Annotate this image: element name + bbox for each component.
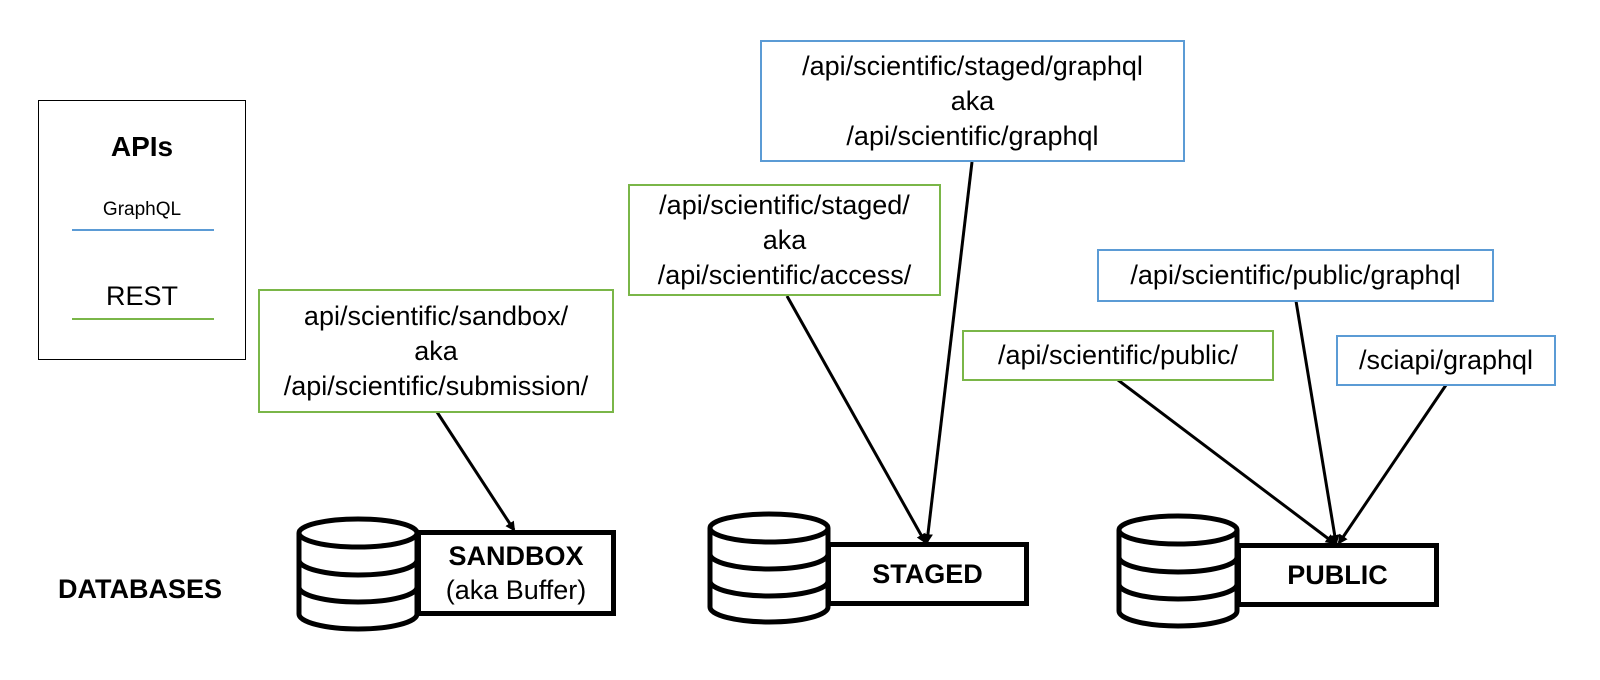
sandbox-database: SANDBOX (aka Buffer): [416, 530, 616, 616]
endpoint-alias: /api/scientific/graphql: [846, 120, 1099, 151]
public-database: PUBLIC: [1236, 543, 1439, 607]
legend-rest-label: REST: [105, 281, 178, 311]
arrow-staged-rest: [785, 295, 927, 544]
public-graphql-endpoint: /api/scientific/public/graphql: [1097, 249, 1494, 302]
staged-rest-endpoint: /api/scientific/staged/ aka /api/scienti…: [628, 184, 941, 296]
endpoint-aka: aka: [414, 335, 458, 366]
database-name: PUBLIC: [1287, 560, 1388, 590]
public-database-icon: [1116, 513, 1240, 629]
arrow-sciapi-graphql: [1337, 384, 1448, 545]
staged-database-icon: [707, 511, 831, 625]
arrow-sandbox-rest: [435, 411, 516, 532]
endpoint-path: /api/scientific/public/: [997, 340, 1239, 370]
sandbox-database-icon: [296, 516, 420, 632]
api-legend: APIs GraphQL REST: [38, 100, 246, 360]
staged-graphql-endpoint: /api/scientific/staged/graphql aka /api/…: [760, 40, 1185, 162]
endpoint-path: api/scientific/sandbox/: [303, 300, 569, 331]
legend-rest-line: [72, 318, 214, 320]
databases-heading: DATABASES: [58, 574, 223, 604]
endpoint-alias: /api/scientific/access/: [657, 259, 912, 290]
endpoint-aka: aka: [950, 85, 995, 116]
endpoint-path: /api/scientific/staged/graphql: [802, 50, 1143, 81]
endpoint-alias: /api/scientific/submission/: [283, 370, 589, 401]
legend-graphql-label: GraphQL: [102, 199, 182, 220]
database-name: STAGED: [872, 559, 983, 589]
endpoint-path: /api/scientific/staged/: [659, 189, 910, 220]
legend-title: APIs: [110, 131, 174, 162]
arrow-public-graphql: [1294, 300, 1340, 545]
sandbox-rest-endpoint: api/scientific/sandbox/ aka /api/scienti…: [258, 289, 614, 413]
database-subtitle: (aka Buffer): [445, 575, 587, 605]
endpoint-aka: aka: [762, 224, 807, 255]
legend-graphql-line: [72, 229, 214, 231]
sciapi-graphql-endpoint: /sciapi/graphql: [1336, 335, 1556, 386]
public-rest-endpoint: /api/scientific/public/: [962, 330, 1274, 381]
endpoint-path: /sciapi/graphql: [1358, 345, 1534, 375]
staged-database: STAGED: [826, 542, 1029, 606]
endpoint-path: /api/scientific/public/graphql: [1130, 260, 1461, 290]
database-name: SANDBOX: [448, 541, 584, 571]
